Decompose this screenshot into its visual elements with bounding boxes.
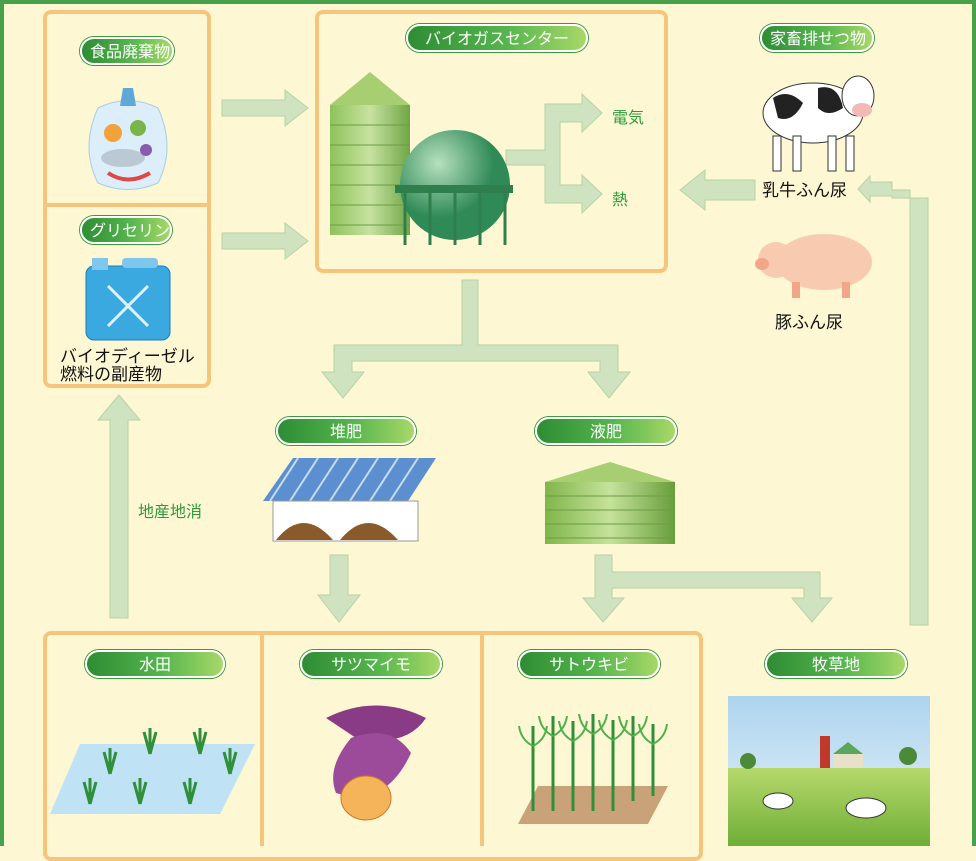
liquid-fertilizer-tank-icon <box>545 462 675 544</box>
biogas-center-box <box>315 10 668 273</box>
label-sugarcane: サトウキビ <box>518 650 660 678</box>
text-biodiesel-line2: 燃料の副産物 <box>60 365 162 385</box>
label-liquid-fertilizer: 液肥 <box>535 417 677 445</box>
biogas-plant-icon <box>330 72 513 245</box>
crops-divider-1 <box>260 631 264 846</box>
crops-divider-2 <box>480 631 484 846</box>
paddy-field-icon <box>50 728 255 814</box>
text-heat: 熱 <box>612 190 629 209</box>
pig-icon <box>755 234 872 298</box>
food-waste-bag-icon <box>88 88 168 190</box>
arrow-manure-to-center <box>679 168 756 212</box>
text-cow-manure: 乳牛ふん尿 <box>762 181 847 201</box>
arrow-center-to-energy <box>505 92 603 215</box>
glycerin-tank-icon <box>85 258 171 341</box>
text-biodiesel-line1: バイオディーゼル <box>60 347 195 367</box>
label-pasture: 牧草地 <box>765 650 907 678</box>
text-pig-manure: 豚ふん尿 <box>775 313 843 333</box>
cow-icon <box>762 75 875 172</box>
sweet-potato-icon <box>326 705 426 821</box>
label-paddy: 水田 <box>85 650 225 678</box>
input-box <box>43 10 211 388</box>
label-food-waste: 食品廃棄物 <box>80 37 174 65</box>
arrow-pasture-to-manure <box>857 174 929 626</box>
pasture-scene-icon <box>728 696 930 846</box>
arrow-center-to-fertilizers <box>320 279 632 399</box>
sugarcane-icon <box>518 713 668 824</box>
label-biogas-center: バイオガスセンター <box>406 24 588 52</box>
text-local-consumption: 地産地消 <box>138 502 203 521</box>
arrow-compost-to-crops <box>316 554 362 623</box>
label-livestock-waste: 家畜排せつ物 <box>760 24 874 52</box>
arrow-liquid-to-crops <box>581 554 834 623</box>
compost-shed-icon <box>263 457 436 542</box>
arrow-crops-to-inputs <box>96 394 142 619</box>
label-glycerin: グリセリン <box>80 216 172 244</box>
text-electricity: 電気 <box>612 108 645 127</box>
label-sweet-potato: サツマイモ <box>300 650 442 678</box>
arrow-glycerin-to-center <box>221 221 309 261</box>
arrow-food-to-center <box>221 88 309 128</box>
label-compost: 堆肥 <box>276 417 416 445</box>
input-box-divider <box>43 203 211 207</box>
